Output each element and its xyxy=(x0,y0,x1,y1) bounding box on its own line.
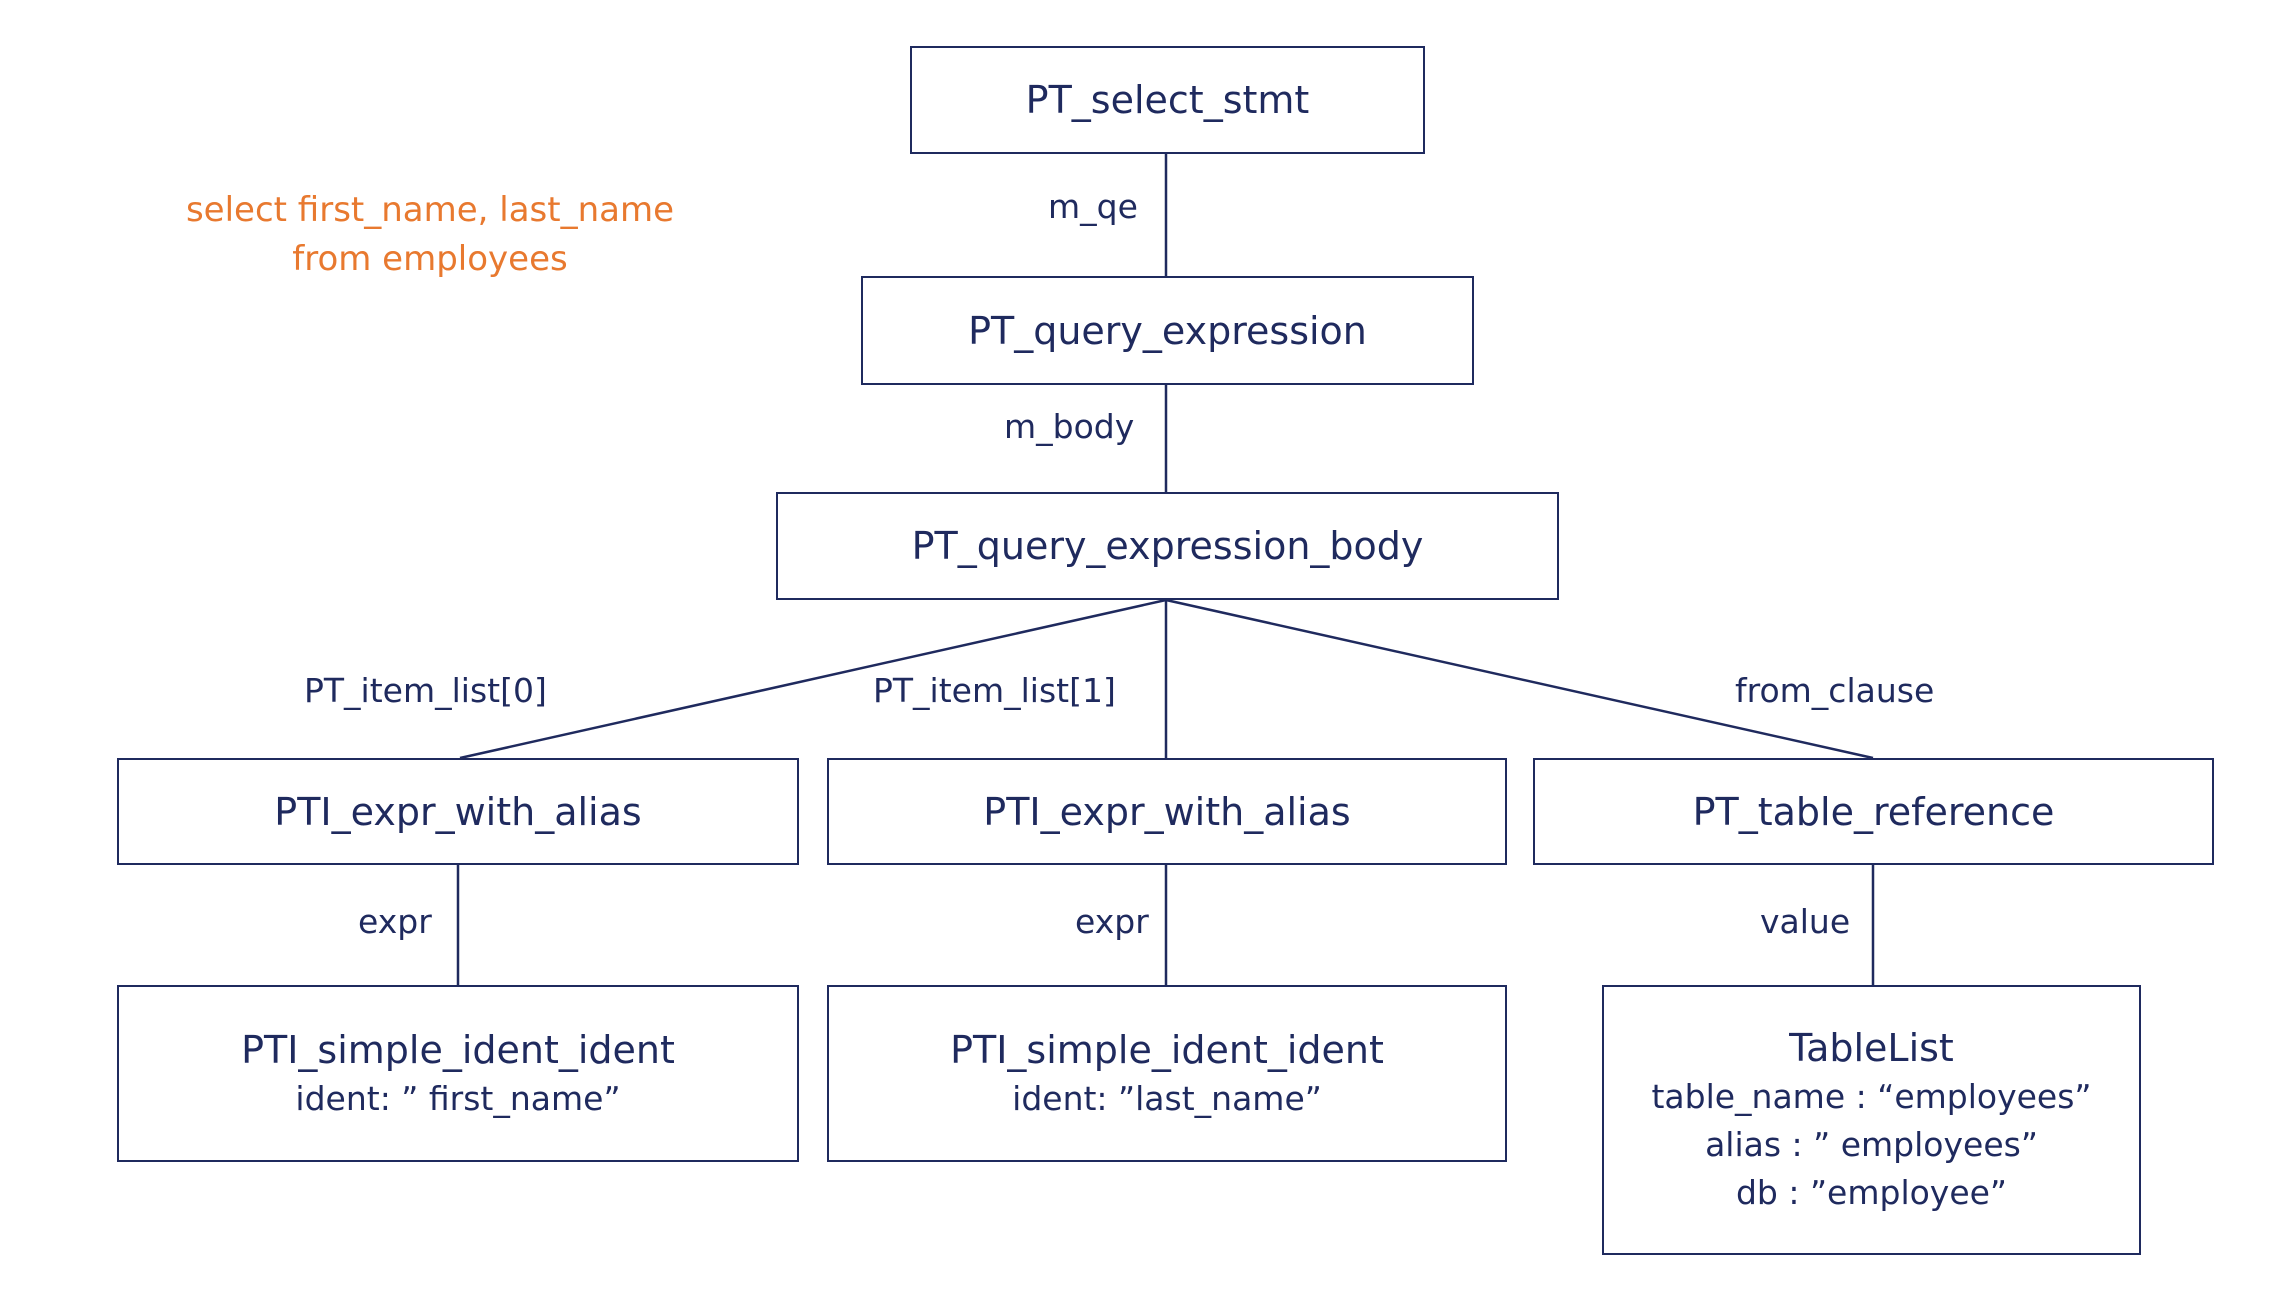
node-pt-query-expression-body: PT_query_expression_body xyxy=(776,492,1559,600)
edge-label-value: value xyxy=(1760,902,1851,941)
node-title: PTI_expr_with_alias xyxy=(274,789,642,834)
node-table-name: table_name : “employees” xyxy=(1651,1077,2092,1116)
edge-label-expr-1: expr xyxy=(1075,902,1149,941)
edge-label-item-list-1: PT_item_list[1] xyxy=(873,671,1116,710)
node-pti-expr-with-alias-0: PTI_expr_with_alias xyxy=(117,758,799,865)
node-title: PTI_simple_ident_ident xyxy=(950,1027,1384,1072)
node-title: PTI_simple_ident_ident xyxy=(241,1027,675,1072)
node-title: PTI_expr_with_alias xyxy=(983,789,1351,834)
edge-from-clause-line xyxy=(1165,598,1874,760)
node-title: PT_table_reference xyxy=(1692,789,2055,834)
node-pt-table-reference: PT_table_reference xyxy=(1533,758,2214,865)
edge-label-m-qe: m_qe xyxy=(1048,187,1138,226)
edge-item-list-0-line xyxy=(459,598,1167,760)
node-title: PT_query_expression_body xyxy=(911,524,1424,568)
sql-query-line-1: select first_name, last_name xyxy=(185,190,675,230)
edge-label-from-clause: from_clause xyxy=(1735,671,1935,710)
node-title: TableList xyxy=(1789,1026,1954,1070)
node-alias: alias : ” employees” xyxy=(1705,1125,2038,1164)
node-pti-simple-ident-ident-0: PTI_simple_ident_ident ident: ” first_na… xyxy=(117,985,799,1162)
node-ident-value: ident: ”last_name” xyxy=(1012,1078,1322,1118)
node-pti-expr-with-alias-1: PTI_expr_with_alias xyxy=(827,758,1507,865)
edge-label-item-list-0: PT_item_list[0] xyxy=(304,671,547,710)
node-ident-value: ident: ” first_name” xyxy=(295,1078,621,1118)
edge-label-m-body: m_body xyxy=(1004,407,1135,446)
sql-query-text: select first_name, last_name from employ… xyxy=(130,186,730,284)
node-pt-select-stmt: PT_select_stmt xyxy=(910,46,1425,154)
node-title: PT_query_expression xyxy=(968,308,1367,353)
edge-label-expr-0: expr xyxy=(358,902,432,941)
sql-query-line-2: from employees xyxy=(292,239,568,279)
node-pt-query-expression: PT_query_expression xyxy=(861,276,1474,385)
node-title: PT_select_stmt xyxy=(1025,78,1310,122)
node-table-list: TableList table_name : “employees” alias… xyxy=(1602,985,2141,1255)
node-db: db : ”employee” xyxy=(1735,1173,2008,1212)
node-pti-simple-ident-ident-1: PTI_simple_ident_ident ident: ”last_name… xyxy=(827,985,1507,1162)
